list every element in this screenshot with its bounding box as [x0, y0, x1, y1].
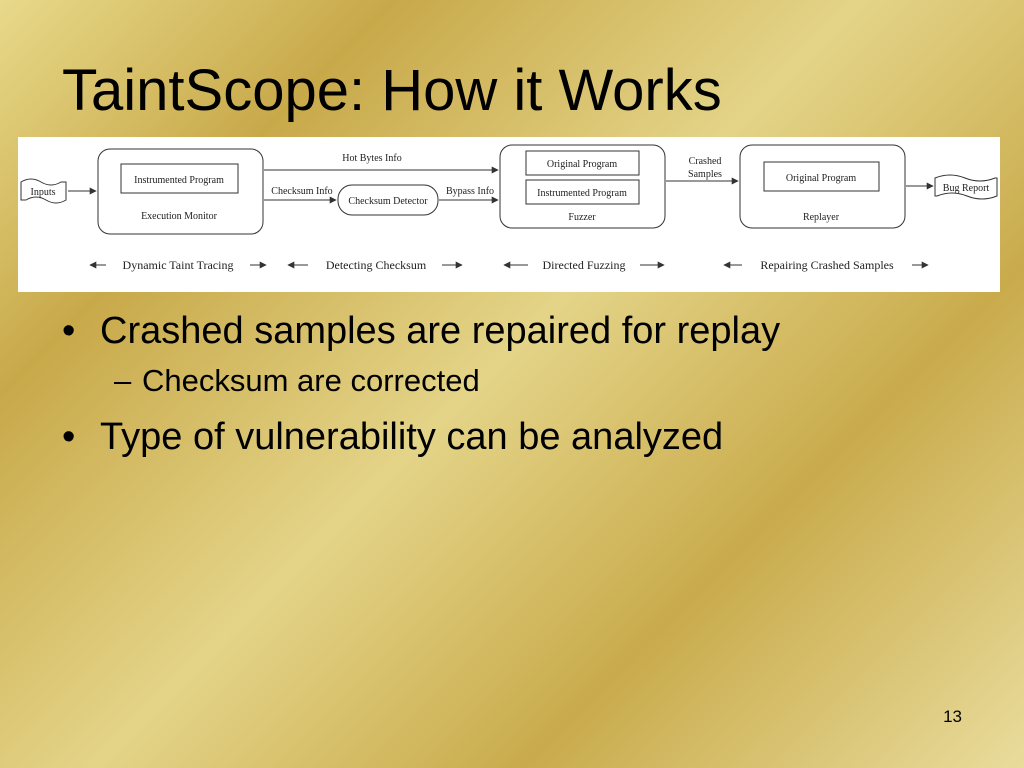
replayer-original-program-box: [763, 161, 880, 192]
replayer-original-program-label: Original Program: [786, 173, 856, 184]
phase-detecting-checksum: Detecting Checksum: [326, 258, 427, 272]
replayer-label: Replayer: [803, 212, 840, 223]
bullet-item: • Type of vulnerability can be analyzed: [62, 414, 992, 462]
phase-dynamic-taint-tracing: Dynamic Taint Tracing: [123, 258, 234, 272]
page-number: 13: [943, 707, 962, 726]
sub-bullet-glyph: –: [114, 362, 132, 398]
sub-bullet-item: – Checksum are corrected: [62, 362, 992, 401]
instrumented-program-label: Instrumented Program: [134, 175, 224, 186]
bullet-glyph: •: [62, 310, 76, 352]
diagram-svg: Inputs Instrumented Program Execution Mo…: [20, 144, 998, 272]
execution-monitor-label: Execution Monitor: [141, 211, 217, 222]
checksum-detector-label: Checksum Detector: [348, 196, 428, 207]
checksum-info-label: Checksum Info: [271, 186, 332, 197]
hot-bytes-info-label: Hot Bytes Info: [342, 153, 401, 164]
sub-bullet-text: Checksum are corrected: [142, 362, 480, 398]
bullet-glyph: •: [62, 416, 76, 459]
checksum-detector-box: [337, 184, 439, 216]
bullet-text: Crashed samples are repaired for replay: [100, 310, 781, 352]
bullet-list: • Crashed samples are repaired for repla…: [62, 308, 992, 468]
bug-report-shape: [934, 174, 998, 200]
slide-title: TaintScope: How it Works: [62, 58, 722, 123]
architecture-diagram: Inputs Instrumented Program Execution Mo…: [18, 137, 1000, 292]
bullet-item: • Crashed samples are repaired for repla…: [62, 308, 992, 356]
phase-repairing-crashed-samples: Repairing Crashed Samples: [760, 258, 894, 272]
fuzzer-instrumented-program-box: [525, 179, 640, 205]
phase-directed-fuzzing: Directed Fuzzing: [543, 258, 626, 272]
fuzzer-original-program-label: Original Program: [547, 159, 617, 170]
inputs-label: Inputs: [31, 187, 56, 198]
crashed-samples-label-line1: Crashed: [689, 156, 722, 167]
fuzzer-label: Fuzzer: [568, 212, 596, 223]
fuzzer-instrumented-program-label: Instrumented Program: [537, 188, 627, 199]
bypass-info-label: Bypass Info: [446, 186, 494, 197]
bug-report-label: Bug Report: [943, 183, 990, 194]
inputs-shape: [20, 178, 67, 204]
fuzzer-original-program-box: [525, 150, 640, 176]
crashed-samples-label-line2: Samples: [688, 169, 722, 180]
bullet-text: Type of vulnerability can be analyzed: [100, 416, 724, 459]
instrumented-program-box: [120, 163, 239, 194]
